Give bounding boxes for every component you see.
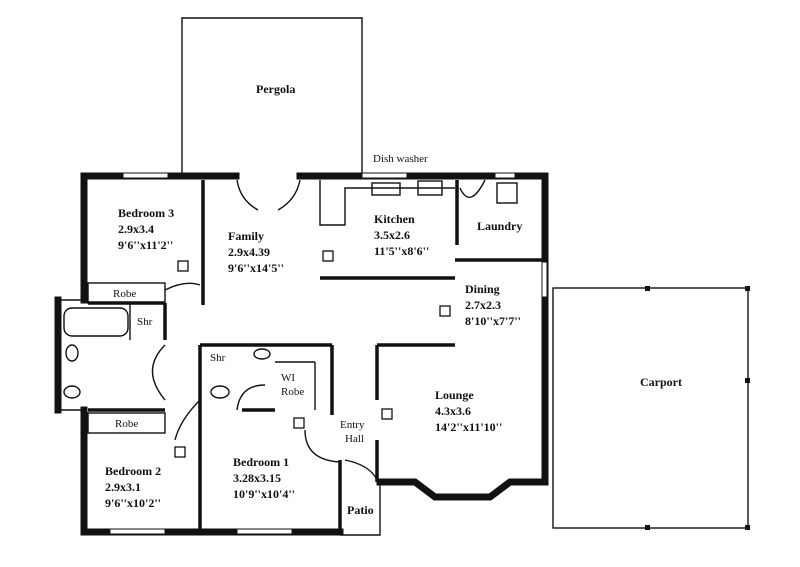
robe-label: Robe [115, 418, 138, 430]
room-name: Dining [465, 282, 500, 296]
carport-area [552, 286, 750, 530]
entry-hall-label: Hall [345, 433, 364, 445]
room-kitchen: Kitchen 3.5x2.6 11'5''x8'6'' [374, 212, 429, 258]
vent-icon [174, 446, 186, 458]
room-name: Bedroom 3 [118, 206, 174, 220]
room-size-imperial: 9'6''x10'2'' [105, 496, 161, 510]
vent-icon [381, 408, 393, 420]
room-name: Bedroom 2 [105, 464, 161, 478]
room-size-metric: 3.5x2.6 [374, 228, 410, 242]
pergola-label: Pergola [256, 82, 295, 96]
carport-label: Carport [640, 375, 682, 389]
room-size-imperial: 9'6''x11'2'' [118, 238, 173, 252]
room-size-metric: 2.9x3.4 [118, 222, 154, 236]
room-bedroom1: Bedroom 1 3.28x3.15 10'9''x10'4'' [233, 455, 295, 501]
wi-robe-label: Robe [281, 386, 304, 398]
laundry-label: Laundry [477, 219, 522, 233]
room-size-metric: 2.9x3.1 [105, 480, 141, 494]
vent-icon [177, 260, 189, 272]
dish-washer-label: Dish washer [373, 153, 428, 165]
room-size-imperial: 14'2''x11'10'' [435, 420, 502, 434]
shower-label: Shr [210, 352, 226, 364]
shower-label: Shr [137, 316, 153, 328]
room-size-metric: 4.3x3.6 [435, 404, 471, 418]
room-size-imperial: 8'10''x7'7'' [465, 314, 521, 328]
room-name: Bedroom 1 [233, 455, 289, 469]
room-name: Lounge [435, 388, 474, 402]
vent-icon [439, 305, 451, 317]
room-size-metric: 3.28x3.15 [233, 471, 281, 485]
interior-walls [63, 179, 545, 530]
room-size-metric: 2.9x4.39 [228, 245, 270, 259]
patio-label: Patio [347, 503, 374, 517]
room-bedroom3: Bedroom 3 2.9x3.4 9'6''x11'2'' [118, 206, 174, 252]
vent-icon [322, 250, 334, 262]
room-family: Family 2.9x4.39 9'6''x14'5'' [228, 229, 284, 275]
room-dining: Dining 2.7x2.3 8'10''x7'7'' [465, 282, 521, 328]
vent-icons [174, 250, 451, 458]
room-size-imperial: 9'6''x14'5'' [228, 261, 284, 275]
room-size-imperial: 10'9''x10'4'' [233, 487, 295, 501]
room-size-imperial: 11'5''x8'6'' [374, 244, 429, 258]
room-name: Kitchen [374, 212, 415, 226]
room-lounge: Lounge 4.3x3.6 14'2''x11'10'' [435, 388, 502, 434]
room-size-metric: 2.7x2.3 [465, 298, 501, 312]
exterior-walls [54, 172, 549, 536]
room-bedroom2: Bedroom 2 2.9x3.1 9'6''x10'2'' [105, 464, 161, 510]
entry-hall-label: Entry [340, 419, 365, 431]
pergola-area [181, 17, 363, 175]
wi-robe-label: WI [281, 372, 295, 384]
robe-label: Robe [113, 288, 136, 300]
vent-icon [293, 417, 305, 429]
room-name: Family [228, 229, 264, 243]
